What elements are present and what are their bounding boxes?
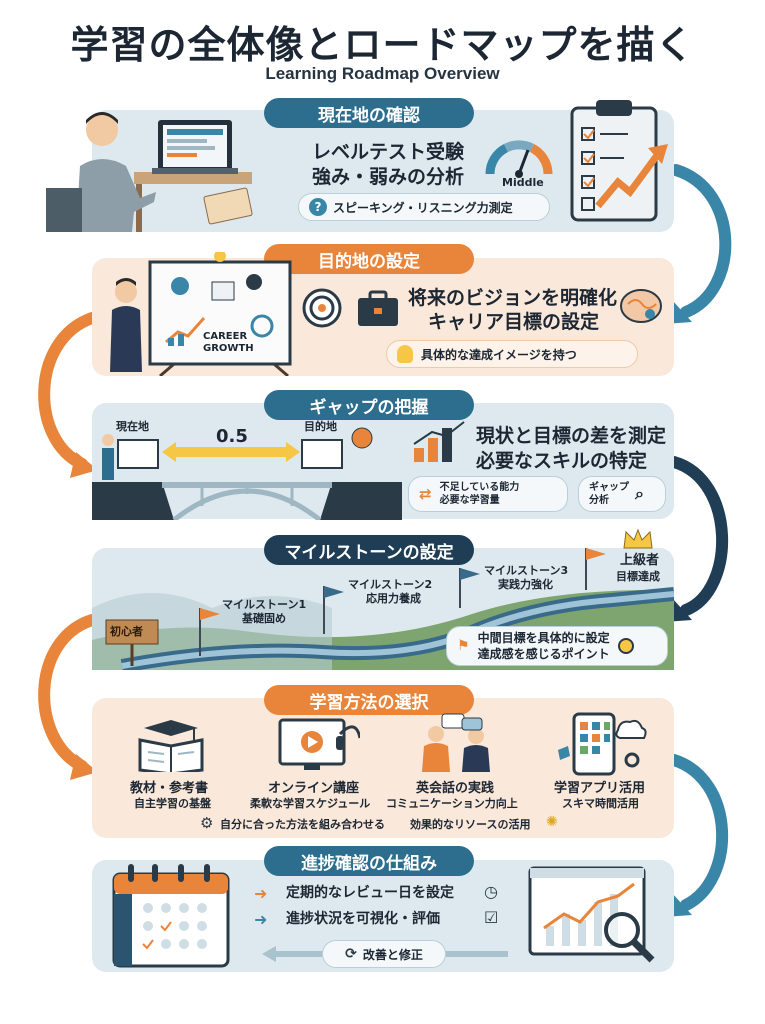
method2-title: オンライン講座 (268, 781, 360, 796)
calendar-icon (112, 864, 230, 968)
goal-title: 上級者 (620, 553, 660, 568)
gap-goal-label: 目的地 (304, 420, 337, 433)
clock-icon: ◷ (484, 882, 498, 901)
sec1-subpill: ? スピーキング・リスニング力測定 (298, 193, 550, 221)
milestone3-title: マイルストーン3 (484, 564, 569, 577)
flag-icon: ⚑ (457, 638, 470, 654)
book-icon (138, 720, 204, 772)
clipboard-growth-icon (570, 100, 668, 222)
sec1-line2: 強み・弱みの分析 (312, 166, 465, 188)
method4-sub: スキマ時間活用 (562, 797, 639, 810)
chart-magnifier-icon (528, 866, 655, 963)
briefcase-icon (358, 290, 398, 326)
sec3-subpill-skills: ⇄ 不足している能力 必要な学習量 (408, 476, 568, 512)
brain-icon (620, 289, 662, 323)
sec5-footer-left: 自分に合った方法を組み合わせる (220, 818, 385, 831)
conversation-icon (422, 713, 490, 772)
board-text-line1: CAREER (203, 331, 248, 342)
section6-heading: 進捗確認の仕組み (264, 846, 474, 876)
sec2-line1: 将来のビジョンを明確化 (408, 287, 618, 309)
sec3-subpill-skills-text: 不足している能力 必要な学習量 (440, 481, 520, 507)
person-at-laptop-illustration (46, 112, 253, 232)
bar-chart-icon (413, 421, 465, 462)
sec2-subpill: 具体的な達成イメージを持つ (386, 340, 638, 368)
arrows-icon: ⇄ (419, 485, 432, 503)
gear-icon: ⚙ (200, 814, 214, 832)
start-sign-label: 初心者 (110, 625, 143, 638)
method1-sub: 自主学習の基盤 (134, 797, 211, 810)
section5-heading: 学習方法の選択 (264, 685, 474, 715)
target-icon (302, 288, 342, 328)
milestone3-sub: 実践力強化 (498, 578, 553, 591)
gap-current-label: 現在地 (116, 420, 149, 433)
sec1-line1: レベルテスト受験 (312, 141, 465, 163)
sec3-subpill-gap-text: ギャップ 分析 (589, 481, 629, 507)
sec3-subpill2-line1: ギャップ (589, 482, 629, 493)
sec2-line2: キャリア目標の設定 (428, 311, 600, 333)
page-title: 学習の全体像とロードマップを描く (70, 23, 695, 67)
milestone1-sub: 基礎固め (242, 612, 286, 625)
board-text-line2: GROWTH (203, 343, 254, 354)
sec6-line1: 定期的なレビュー日を設定 (286, 885, 454, 901)
sec6-arrow1-icon: ➜ (254, 884, 268, 903)
sec6-cycle-text: 改善と修正 (362, 947, 423, 962)
sec4-note-line2: 達成感を感じるポイント (477, 647, 610, 661)
gauge-icon (485, 140, 553, 178)
sec3-line2: 必要なスキルの特定 (476, 450, 648, 472)
sec6-arrow2-icon: ➜ (254, 910, 268, 929)
gauge-label: Middle (502, 176, 544, 189)
page-subtitle: Learning Roadmap Overview (265, 64, 500, 83)
sec3-subpill1-line1: 不足している能力 (439, 482, 520, 493)
medal-icon (617, 638, 634, 654)
method3-sub: コミュニケーション力向上 (386, 797, 518, 810)
sec6-cycle: ⟳ 改善と修正 (322, 940, 446, 968)
section4-heading: マイルストーンの設定 (264, 535, 474, 565)
gap-value: 0.5 (216, 426, 248, 447)
section1-heading: 現在地の確認 (264, 98, 474, 128)
sec6-line2: 進捗状況を可視化・評価 (286, 911, 440, 927)
checklist-icon: ☑ (484, 908, 499, 927)
magnifier-icon: ⌕ (635, 484, 644, 503)
sec4-note-text: 中間目標を具体的に設定 達成感を感じるポイント (478, 630, 610, 662)
sec3-subpill1-line2: 必要な学習量 (439, 495, 500, 506)
goal-sub: 目標達成 (616, 570, 660, 583)
section3-heading: ギャップの把握 (264, 390, 474, 420)
method3-title: 英会話の実践 (416, 781, 495, 796)
smartphone-app-icon (558, 712, 647, 776)
sec2-subpill-text: 具体的な達成イメージを持つ (421, 347, 577, 362)
lightbulb-icon (397, 345, 413, 363)
milestone1-title: マイルストーン1 (222, 598, 307, 611)
sec5-footer-right: 効果的なリソースの活用 (410, 818, 531, 831)
milestone2-title: マイルストーン2 (348, 578, 433, 591)
businessman-board-illustration (110, 252, 292, 376)
method2-sub: 柔軟な学習スケジュール (250, 797, 371, 810)
sec1-subpill-text: スピーキング・リスニング力測定 (333, 200, 513, 215)
cycle-icon: ⟳ (345, 946, 357, 962)
sec4-note-line1: 中間目標を具体的に設定 (477, 631, 610, 645)
section2-heading: 目的地の設定 (264, 244, 474, 274)
milestone2-sub: 応用力養成 (366, 592, 421, 605)
method1-title: 教材・参考書 (130, 781, 209, 796)
bridge-illustration (92, 427, 402, 520)
method4-title: 学習アプリ活用 (554, 781, 646, 796)
video-lesson-icon (278, 718, 360, 770)
sec3-subpill2-line2: 分析 (589, 495, 609, 506)
sec3-line1: 現状と目標の差を測定 (476, 425, 667, 447)
sec4-note: ⚑ 中間目標を具体的に設定 達成感を感じるポイント (446, 626, 668, 666)
ear-icon: ? (309, 198, 327, 216)
sec3-subpill-gap-analysis: ギャップ 分析 ⌕ (578, 476, 666, 512)
lightbulb-icon: ✺ (546, 814, 558, 830)
crown-icon (623, 528, 653, 549)
